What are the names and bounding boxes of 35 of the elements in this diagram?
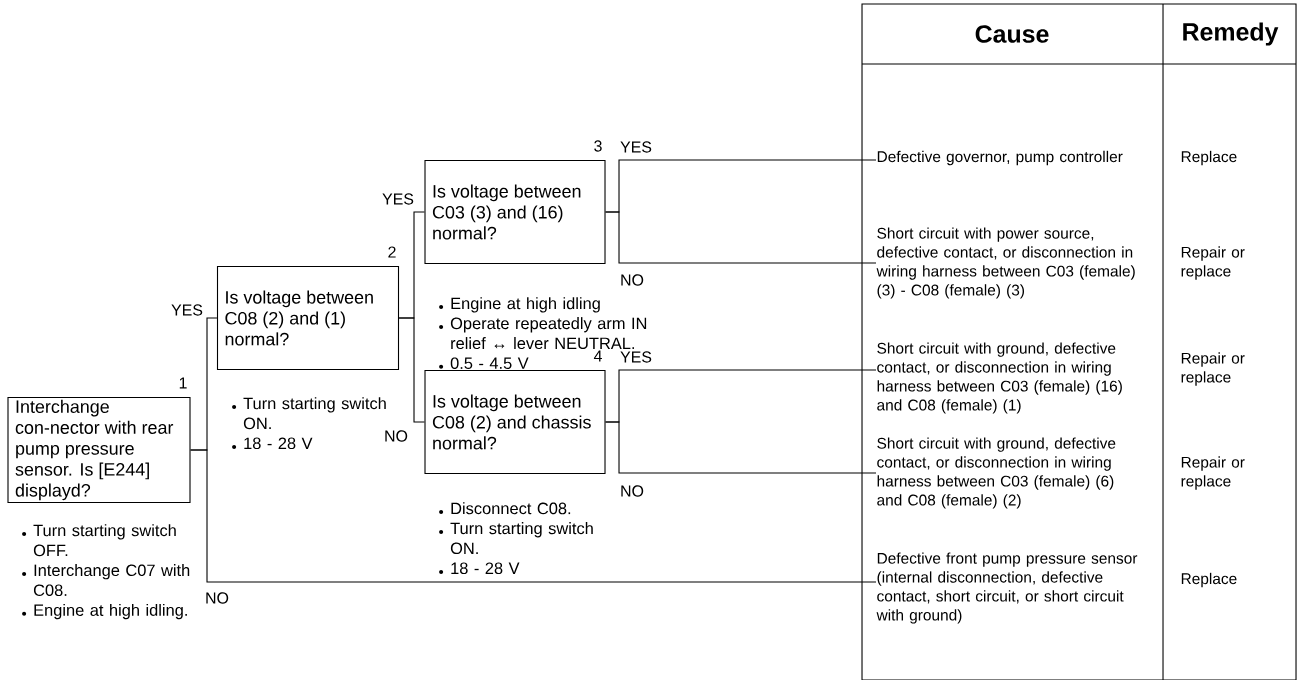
edge-label: NO	[206, 592, 229, 604]
column-header: Remedy	[1183, 22, 1279, 46]
note-list: Disconnect C08. Turn starting switch ON. 18 - 28 V	[439, 502, 593, 575]
edge-label: YES	[620, 141, 652, 153]
note-list: Turn starting switch OFF. Interchange C07 with C08. Engine at high idling.	[22, 524, 190, 620]
cause-text: Short circuit with ground, defective contact, or disconnection in wiring harness between C03 (female) (6) and C08 (female) (2)	[877, 437, 1116, 509]
question-box: Interchange con-nector with rear pump pressure sensor. Is [E244] displayd?	[7, 396, 191, 504]
note-list: Turn starting switch ON. 18 - 28 V	[232, 397, 386, 450]
remedy-text: Repair or replace	[1181, 246, 1245, 280]
connector-line	[190, 449, 877, 583]
step-number: 3	[594, 140, 602, 152]
column-header: Cause	[975, 25, 1049, 43]
cause-text: Defective front pump pressure sensor (internal disconnection, defective contact, short circuit, or short circuit with ground)	[876, 552, 1138, 624]
step-number: 2	[388, 246, 396, 258]
edge-label: NO	[621, 485, 644, 497]
connector-line	[398, 317, 425, 423]
question-box: Is voltage between C08 (2) and chassis normal?	[424, 369, 606, 475]
edge-label: NO	[621, 274, 644, 286]
question-box: Is voltage between C08 (2) and (1) normal?	[216, 265, 400, 371]
cause-text: Short circuit with power source, defective contact, or disconnection in wiring harness between C03 (female) (3) - C08 (female) (3)	[876, 227, 1135, 299]
step-number: 4	[593, 350, 602, 362]
step-number: 1	[179, 377, 187, 389]
connector-line	[605, 421, 877, 474]
edge-label: YES	[171, 304, 203, 316]
remedy-text: Repair or replace	[1181, 456, 1245, 490]
cause-text: Short circuit with ground, defective contact, or disconnection in wiring harness between C03 (female) (16) and C08 (female) (1)	[877, 342, 1122, 414]
remedy-text: Repair or replace	[1181, 352, 1245, 386]
edge-label: NO	[385, 430, 408, 442]
question-box: Is voltage between C03 (3) and (16) normal?	[424, 159, 606, 265]
remedy-text: Replace	[1181, 572, 1237, 588]
connector-line	[605, 211, 877, 264]
remedy-text: Replace	[1181, 150, 1237, 166]
edge-label: YES	[382, 193, 414, 205]
cause-text: Defective governor, pump controller	[877, 150, 1123, 166]
edge-label: YES	[620, 351, 652, 363]
